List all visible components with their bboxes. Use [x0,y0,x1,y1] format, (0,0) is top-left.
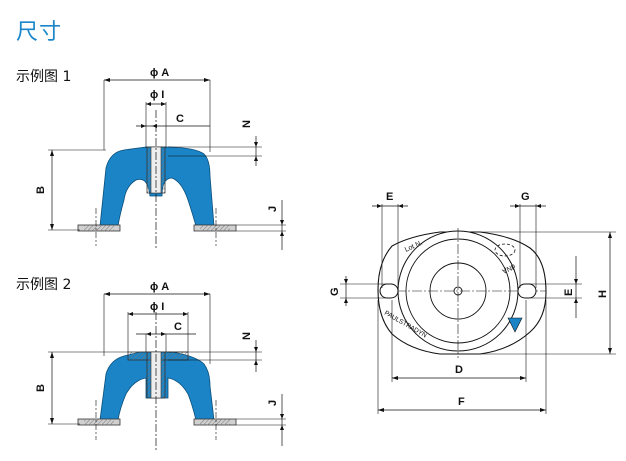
dim-d-label: D [455,364,463,376]
dim-j-label-2: J [267,400,279,406]
mounting-slot-right [517,283,537,299]
dim-phi-i-label: ϕ I [150,89,164,101]
dim-e-label-right: E [563,289,575,296]
dim-phi-a-label: ϕ A [150,67,169,79]
dim-phi-i-label-2: ϕ I [150,301,164,313]
dim-f-label: F [458,396,465,408]
dim-c-label-2: C [174,321,182,333]
page-title: 尺寸 [16,20,63,45]
figure-2-drawing: ϕ A ϕ I C N B J [35,281,286,450]
figure-1-drawing: ϕ A ϕ I C N B J [35,67,286,250]
dim-b-label-2: B [35,384,47,392]
dim-g-label-top: G [521,191,530,203]
dim-b-label: B [35,186,47,194]
dim-c-label: C [176,113,184,125]
dim-j-label: J [267,206,279,212]
dim-n-label: N [241,120,253,128]
dim-e-label: E [386,191,393,203]
figure-2-label: 示例图 2 [16,277,72,293]
dim-h-label: H [597,290,609,298]
brand-logo-icon [507,317,523,333]
dim-g-label-left: G [329,287,341,296]
mounting-slot-left [379,283,399,299]
top-view-drawing: Lot N. dNA PAULSTRADYN E G G E H [329,191,616,414]
dim-phi-a-label-2: ϕ A [150,281,169,293]
dim-n-label-2: N [241,332,253,340]
figure-1-label: 示例图 1 [16,69,72,85]
